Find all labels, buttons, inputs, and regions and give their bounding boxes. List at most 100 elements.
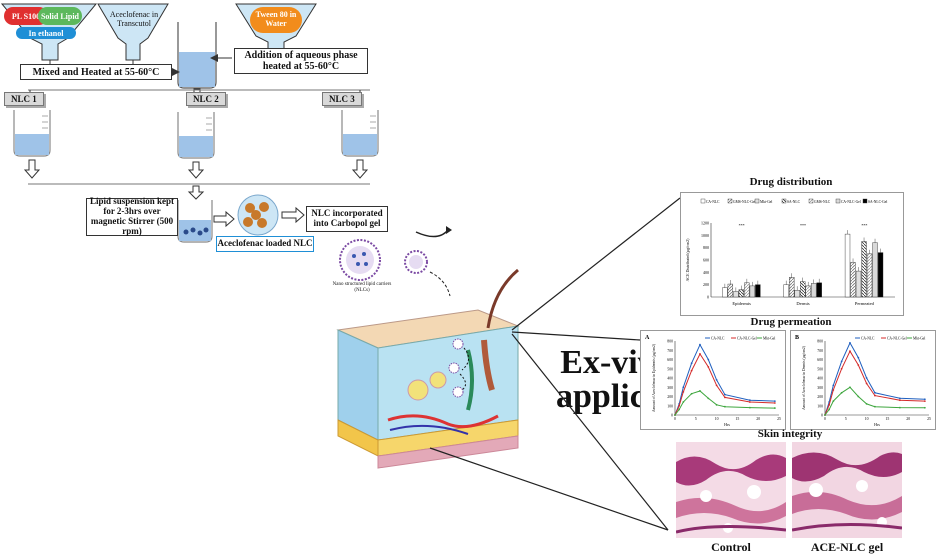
data-point — [898, 397, 901, 400]
legend-label: SA-NLC-Gel — [868, 200, 887, 204]
data-point — [678, 404, 681, 407]
pill-solid-lipid: Solid Lipid — [38, 7, 82, 25]
bar — [722, 287, 728, 298]
pill-pl-s100: PL S100 — [4, 7, 48, 25]
panel-letter: A — [645, 335, 650, 341]
y-axis-label: ACE Distributed (µg/cm2) — [685, 238, 690, 282]
y-axis-label: Amount of Aceclofenac in Epidermis (µg/c… — [652, 343, 656, 412]
data-point — [857, 356, 860, 359]
data-point — [682, 401, 685, 403]
legend-label: Mkt-Gel — [760, 200, 772, 204]
bar — [866, 253, 873, 298]
x-tick-label: 25 — [927, 417, 931, 421]
y-tick-label: 500 — [667, 367, 673, 371]
data-point — [674, 414, 676, 416]
data-point — [748, 406, 751, 409]
legend-swatch — [862, 198, 868, 204]
series-line — [674, 343, 775, 416]
data-point — [707, 358, 710, 361]
histology-control — [676, 442, 786, 538]
loaded-nlc-particles — [237, 194, 279, 236]
data-point — [724, 396, 726, 399]
data-point — [724, 405, 726, 408]
y-tick-label: 800 — [667, 340, 673, 344]
series-line — [824, 350, 925, 416]
bar — [872, 242, 878, 298]
data-point — [923, 400, 926, 403]
bar — [800, 281, 806, 298]
y-tick-label: 200 — [817, 395, 823, 399]
legend-label: CA-NLC-Gel — [737, 337, 757, 341]
y-tick-label: 0 — [707, 295, 709, 300]
y-tick-label: 800 — [703, 245, 709, 250]
label-ace-nlc-gel: ACE-NLC gel — [810, 540, 884, 554]
legend-swatch — [700, 198, 706, 204]
beaker-stirrer — [177, 200, 213, 243]
data-point — [849, 341, 851, 344]
tag-nlc3: NLC 3 — [322, 92, 362, 106]
data-point — [690, 362, 693, 365]
bar — [811, 283, 817, 298]
significance-label: *** — [800, 223, 806, 228]
y-tick-label: 200 — [667, 395, 673, 399]
pill-in-ethanol: In ethanol — [16, 27, 76, 39]
data-point — [923, 406, 926, 409]
data-point — [715, 403, 718, 406]
y-tick-label: 400 — [817, 377, 823, 381]
y-tick-label: 1000 — [701, 233, 709, 238]
beaker-nlc1 — [13, 110, 51, 157]
data-point — [773, 400, 776, 403]
legend-label: GMS-NLC — [814, 200, 831, 204]
panel-letter: B — [795, 335, 799, 341]
significance-label: *** — [861, 223, 867, 228]
bar — [733, 291, 739, 298]
bar — [861, 241, 867, 298]
y-tick-label: 400 — [703, 270, 709, 275]
bar — [805, 285, 811, 298]
legend-label: CA-NLC — [711, 337, 725, 341]
x-tick-label: 5 — [695, 417, 697, 421]
y-tick-label: 300 — [817, 386, 823, 390]
data-point — [715, 378, 718, 381]
data-point — [707, 397, 710, 400]
series-line — [824, 386, 925, 416]
x-axis-label: Hrs — [874, 422, 880, 427]
bar — [744, 282, 750, 298]
legend-swatch — [781, 198, 787, 204]
beaker-nlc3 — [341, 110, 379, 157]
beaker-mixing — [177, 22, 217, 89]
tag-nlc2: NLC 2 — [186, 92, 226, 106]
legend-label: CA-NLC-Gel — [887, 337, 907, 341]
data-point — [849, 350, 851, 353]
y-axis-label: Amount of Aceclofenac in Dermis (µg/cm2) — [802, 345, 806, 410]
x-tick-label: 5 — [845, 417, 847, 421]
data-point — [773, 402, 776, 404]
data-point — [678, 408, 681, 411]
data-point — [857, 395, 860, 398]
step-loaded-nlc: Aceclofenac loaded NLC — [216, 236, 314, 252]
data-point — [874, 391, 876, 394]
histology-ace-nlc — [792, 442, 902, 538]
data-point — [923, 398, 926, 401]
data-point — [773, 407, 776, 409]
data-point — [832, 389, 835, 391]
step-aqueous-phase: Addition of aqueous phase heated at 55-6… — [234, 48, 368, 74]
x-tick-label: 20 — [906, 417, 910, 421]
data-point — [699, 390, 701, 392]
y-tick-label: 300 — [667, 386, 673, 390]
y-tick-label: 0 — [671, 414, 673, 418]
step-gel: NLC incorporated into Carbopol gel — [306, 206, 388, 232]
data-point — [865, 377, 868, 379]
data-point — [874, 394, 876, 397]
data-point — [898, 399, 901, 402]
bar — [855, 270, 862, 298]
series-line — [674, 352, 775, 416]
data-point — [828, 408, 831, 411]
data-point — [748, 401, 751, 403]
data-point — [699, 353, 701, 355]
step-mixed-heated: Mixed and Heated at 55-60°C — [20, 64, 172, 80]
data-point — [682, 390, 685, 393]
